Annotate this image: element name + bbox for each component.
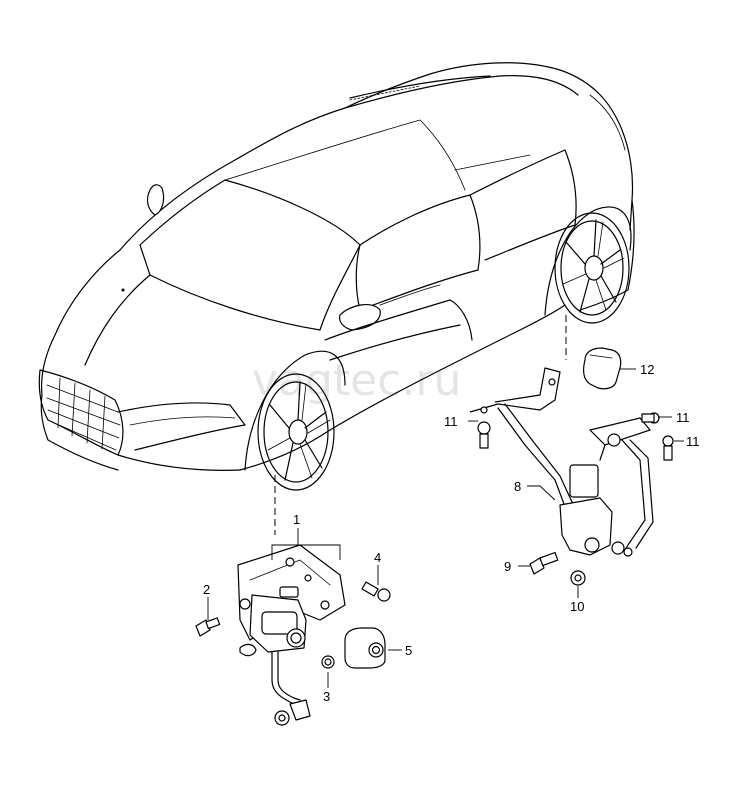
callout-2: 2 xyxy=(203,582,210,597)
rear-level-sensor-assembly xyxy=(469,347,674,586)
connector-part-5 xyxy=(344,627,386,669)
callout-11-upper-right: 11 xyxy=(676,410,690,425)
callout-11-lower-right: 11 xyxy=(686,434,700,449)
watermark-text: vagtec.ru xyxy=(252,355,461,406)
callout-5: 5 xyxy=(405,643,412,658)
callout-8: 8 xyxy=(514,479,521,494)
callout-1: 1 xyxy=(293,512,300,527)
callout-10: 10 xyxy=(570,599,584,614)
bolt-part-2 xyxy=(195,617,221,637)
leader-lines xyxy=(207,368,684,688)
bolt-part-4 xyxy=(361,581,391,602)
car-illustration xyxy=(38,62,635,491)
callout-11-left: 11 xyxy=(444,414,458,429)
callout-9: 9 xyxy=(504,559,511,574)
callout-4: 4 xyxy=(374,550,381,565)
callout-3: 3 xyxy=(323,689,330,704)
callout-12: 12 xyxy=(640,362,654,377)
front-level-sensor-assembly xyxy=(237,544,346,726)
